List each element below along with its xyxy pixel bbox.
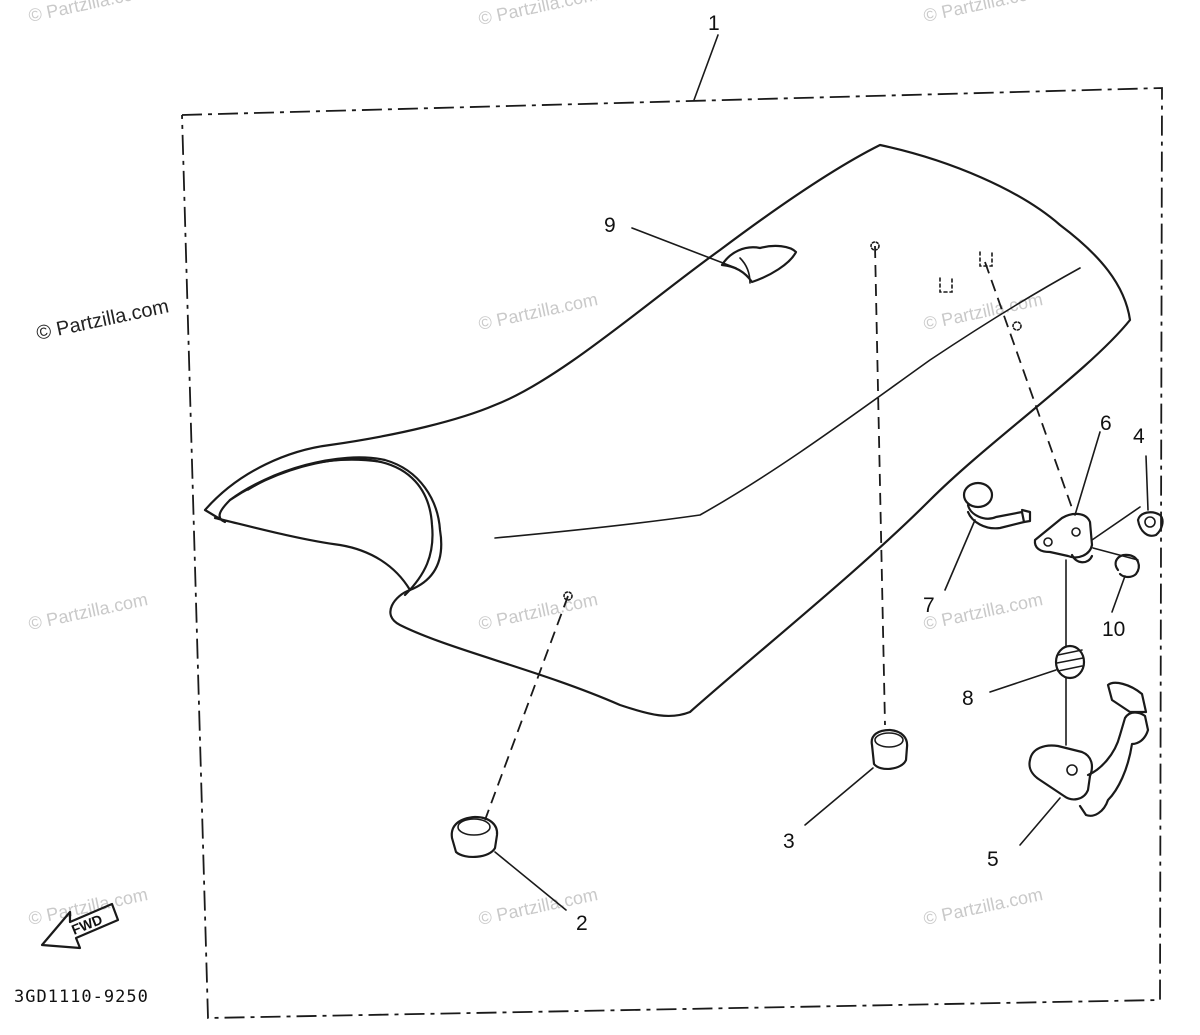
watermark: © Partzilla.com (27, 589, 150, 634)
assembly-path-3 (874, 245, 886, 726)
callout-1: 1 (708, 12, 720, 35)
watermark: © Partzilla.com (922, 0, 1045, 26)
watermark: © Partzilla.com (477, 0, 600, 29)
watermark: © Partzilla.com (27, 0, 150, 26)
link-rod (1091, 506, 1141, 541)
bracket-6 (1033, 512, 1094, 564)
callout-2: 2 (576, 912, 588, 935)
leader-line-5 (1019, 797, 1061, 846)
callout-10: 10 (1102, 618, 1125, 641)
leader-line-4 (1145, 455, 1149, 511)
callout-4: 4 (1133, 425, 1145, 448)
bolt-7 (962, 481, 1032, 530)
link-rod (1092, 547, 1139, 561)
seat-assembly (203, 143, 1132, 718)
leader-line-8 (989, 669, 1057, 693)
seat-mounting-holes (563, 241, 1022, 601)
callout-3: 3 (783, 830, 795, 853)
leader-line-1 (693, 34, 719, 101)
watermark-dark: © Partzilla.com (34, 295, 170, 345)
damper-2 (450, 815, 499, 858)
clip-10 (1114, 553, 1140, 579)
callout-8: 8 (962, 687, 974, 710)
damper-3 (870, 728, 909, 770)
seat-lock-lever-5 (1028, 681, 1150, 817)
leader-line-2 (494, 851, 567, 911)
leader-line-7 (944, 519, 976, 591)
seat-hook-9 (720, 244, 798, 284)
spring-8 (1054, 644, 1086, 680)
leader-line-6 (1074, 431, 1101, 516)
leader-line-10 (1111, 575, 1126, 613)
watermark: © Partzilla.com (477, 589, 600, 634)
assembly-path-2 (484, 595, 569, 821)
callout-9: 9 (604, 214, 616, 237)
callout-7: 7 (923, 594, 935, 617)
leader-line-9 (631, 227, 737, 269)
watermark: © Partzilla.com (922, 289, 1045, 334)
callout-5: 5 (987, 848, 999, 871)
drawing-code: 3GD1110-9250 (14, 987, 149, 1007)
leader-line-3 (804, 767, 874, 826)
watermark: © Partzilla.com (922, 884, 1045, 929)
watermark: © Partzilla.com (477, 289, 600, 334)
nut-4 (1136, 511, 1164, 537)
watermark: © Partzilla.com (922, 589, 1045, 634)
assembly-path-6 (984, 261, 1073, 509)
callout-6: 6 (1100, 412, 1112, 435)
assembly-border (181, 87, 1163, 1019)
